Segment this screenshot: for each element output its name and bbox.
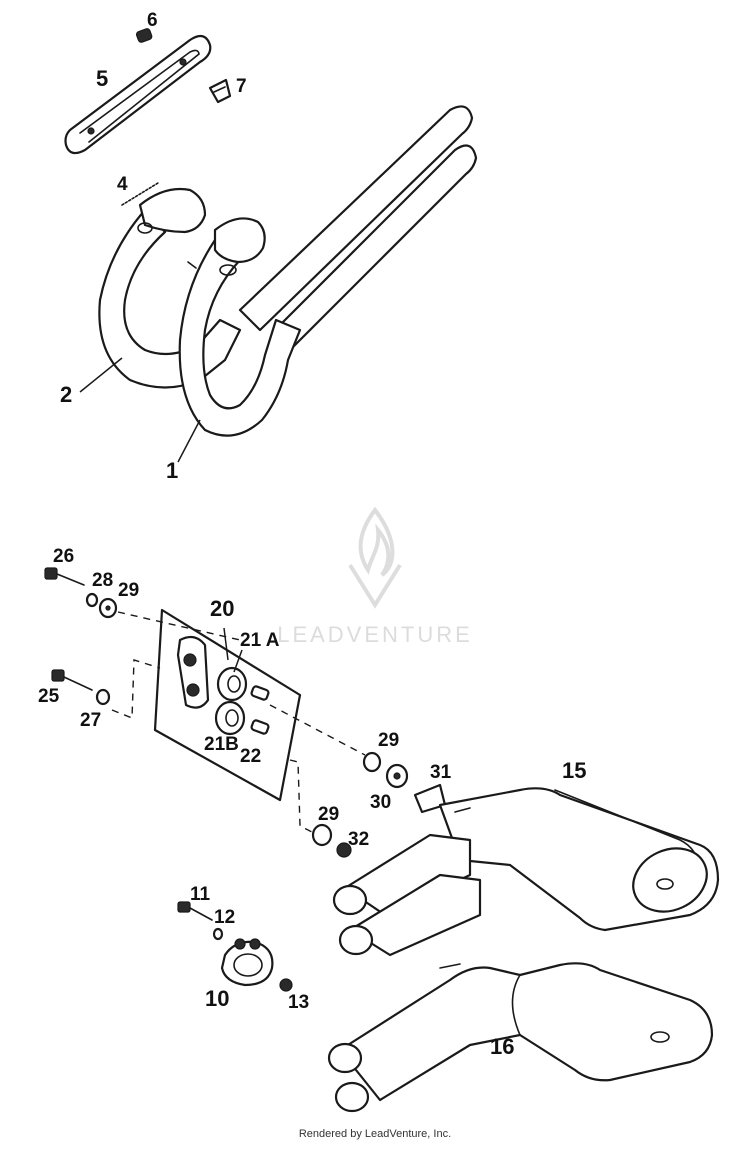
callout-5: 5 [96,66,108,91]
callout-31: 31 [430,762,452,783]
callout-29-right: 29 [378,730,399,751]
rear-pipe-16 [327,962,714,1113]
screw-6 [135,28,153,43]
fasteners [44,567,447,858]
callout-13: 13 [288,992,309,1013]
callout-2: 2 [60,382,72,407]
header-pipes [98,105,478,437]
heat-shield-5 [64,34,212,155]
callout-6: 6 [147,10,158,31]
callout-29-top: 29 [118,580,139,601]
clip-7 [208,78,232,104]
callout-29-bottom: 29 [318,804,339,825]
callout-21a: 21 A [240,630,280,651]
watermark: LEADVENTURE [277,506,473,647]
callout-20: 20 [210,596,234,621]
callout-30: 30 [370,792,391,813]
callout-4: 4 [117,174,128,195]
watermark-text: LEADVENTURE [277,622,473,647]
callout-27: 27 [80,710,101,731]
callout-25: 25 [38,686,60,707]
callout-12: 12 [214,907,235,928]
callout-22: 22 [240,746,261,767]
watermark-flame-icon [358,506,395,577]
callout-16: 16 [490,1034,514,1059]
muffler-15 [332,787,720,957]
mounting-kit-20 [153,608,302,802]
assembly-lines [111,611,366,835]
callout-15: 15 [562,758,586,783]
footer-credit: Rendered by LeadVenture, Inc. [298,1128,452,1140]
callout-26: 26 [53,546,74,567]
watermark-v-icon [348,563,402,609]
callout-28: 28 [92,570,113,591]
leader-lines [79,357,243,673]
clamp-10 [177,901,293,992]
callout-11: 11 [190,884,211,905]
callout-10: 10 [205,986,229,1011]
callout-32: 32 [348,829,369,850]
callout-21b: 21B [204,734,239,755]
callout-1: 1 [166,458,178,483]
callouts: 6 5 7 4 2 1 26 28 29 20 21 A 25 27 21B 2… [38,10,586,1059]
callout-7: 7 [236,76,247,97]
spring-4 [121,182,159,206]
